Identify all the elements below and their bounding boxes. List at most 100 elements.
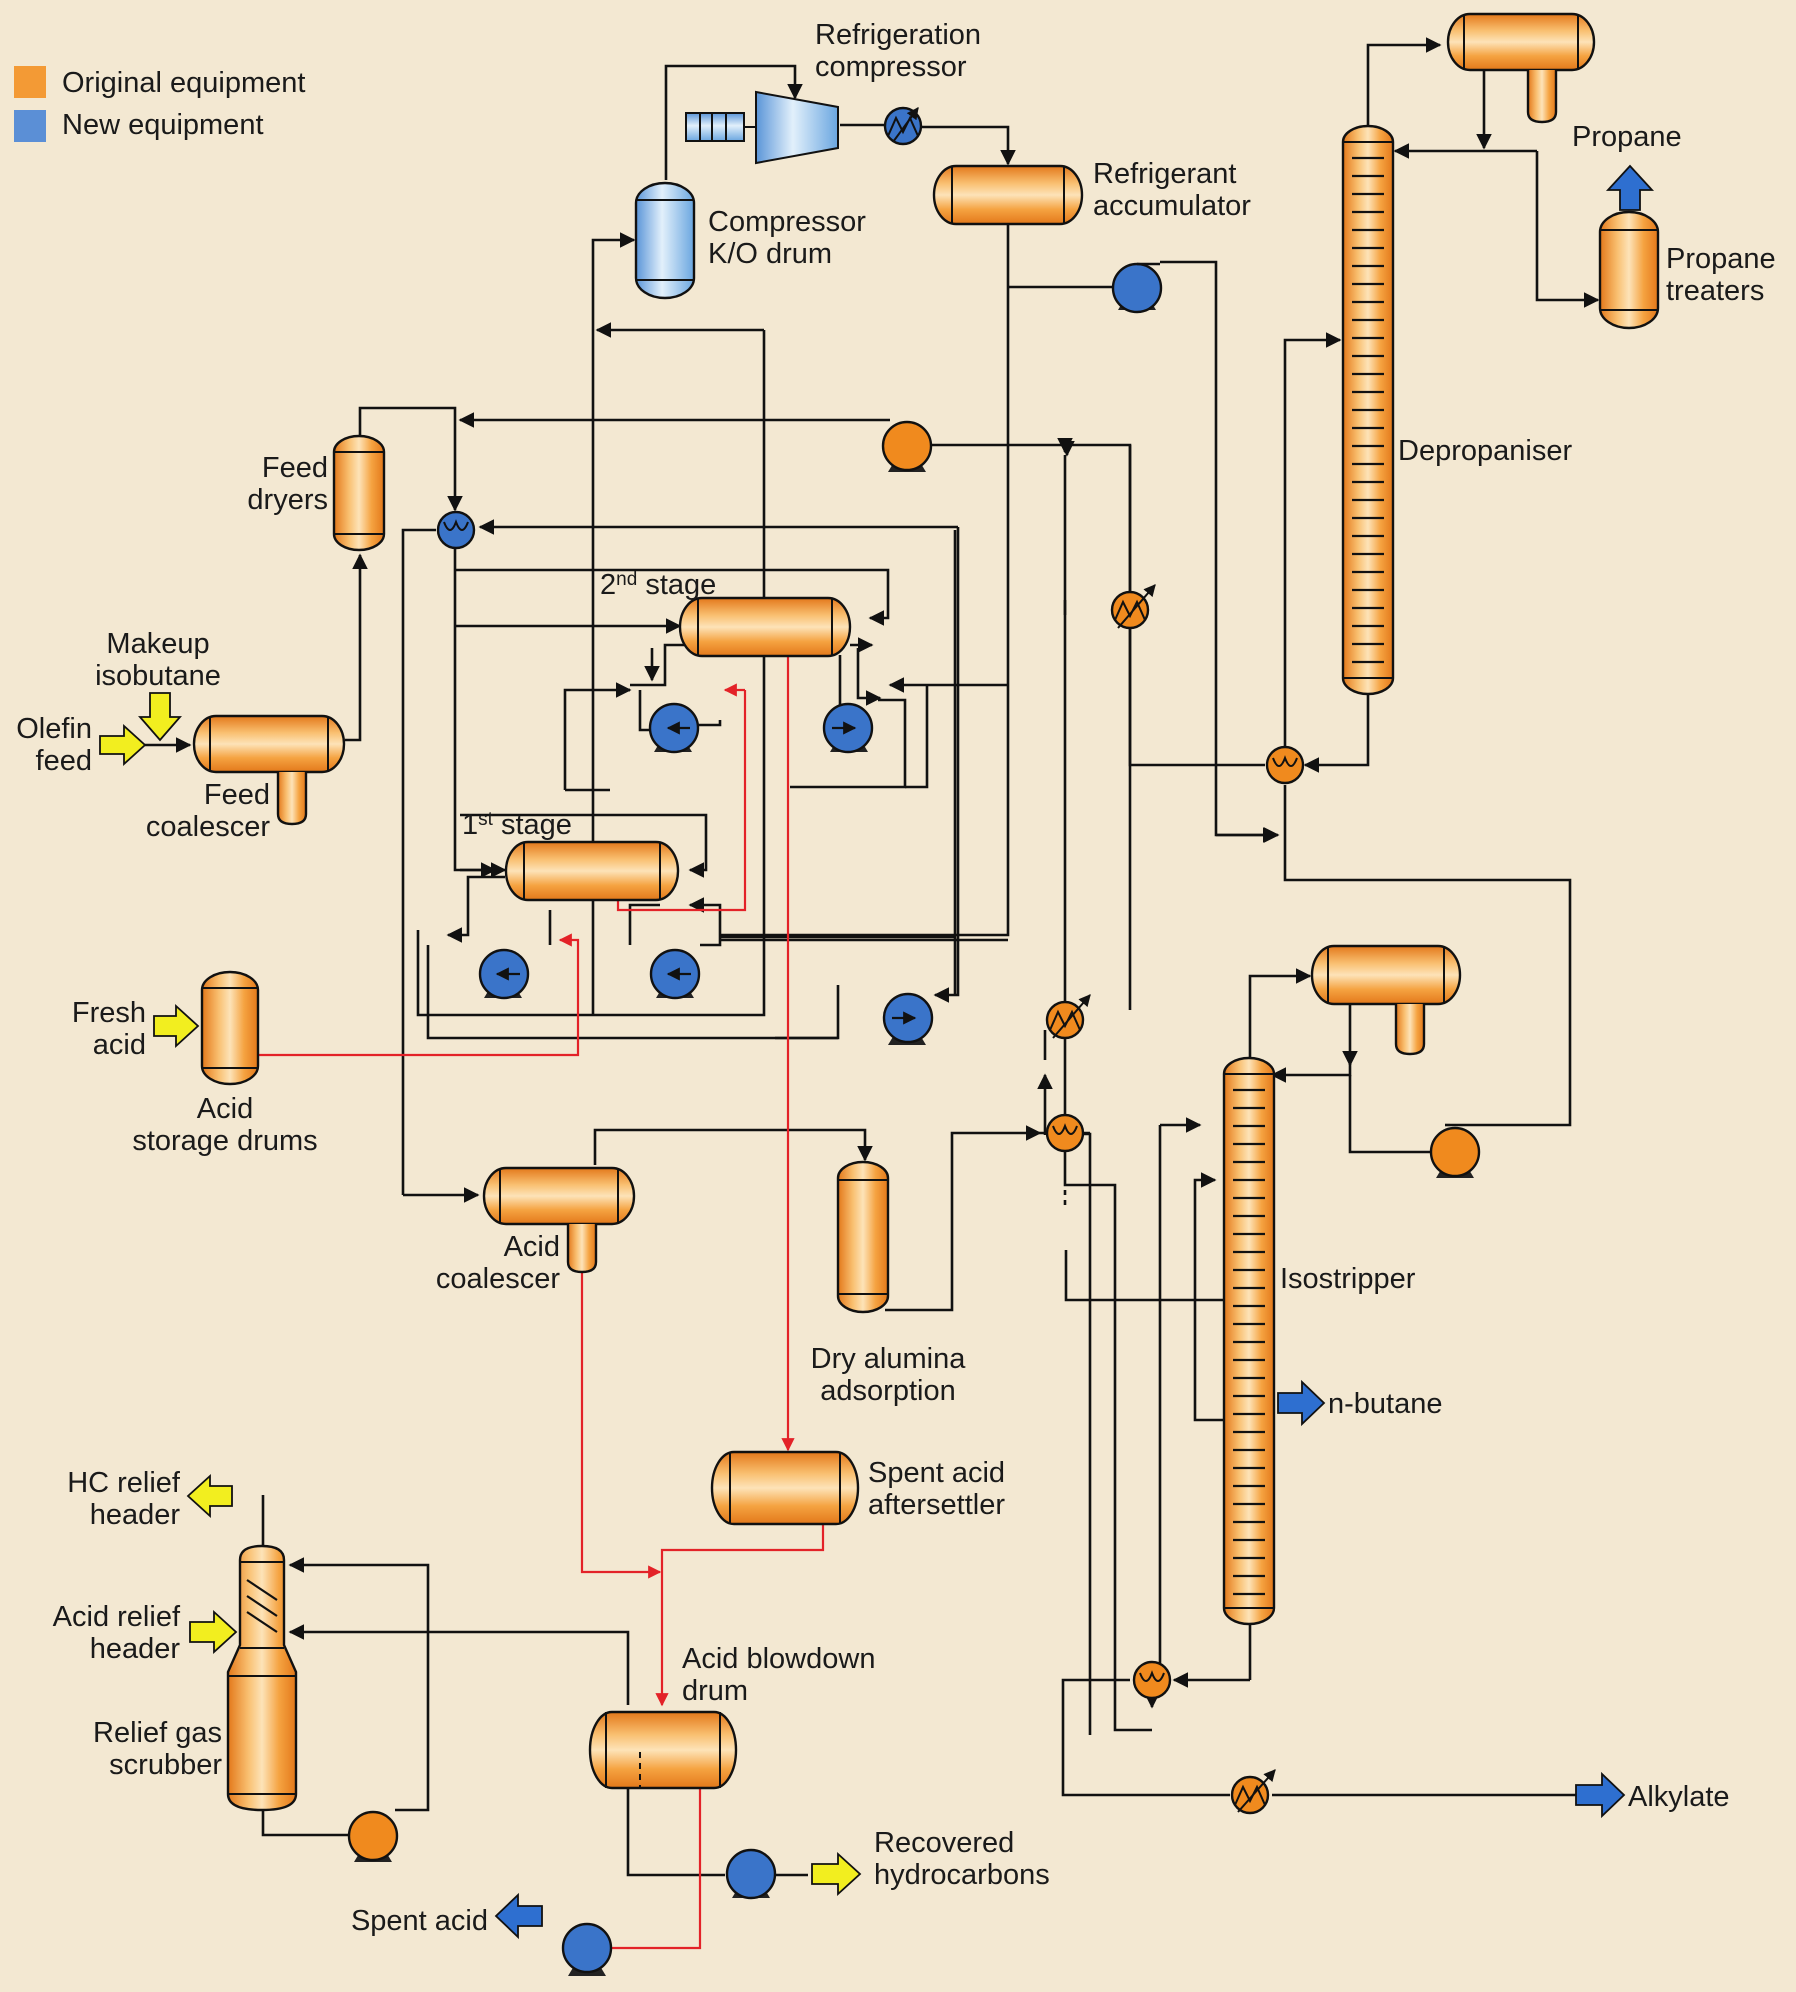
feed-chiller	[436, 510, 476, 550]
acid-storage-drums-label-1: Acid	[197, 1093, 253, 1125]
alkylate-label: Alkylate	[1628, 1781, 1730, 1813]
depropaniser-heater	[1110, 584, 1156, 630]
refrigerant-accumulator-label-1: Refrigerant	[1093, 158, 1236, 190]
isostripper-reflux-pump	[1429, 1126, 1481, 1178]
feed-coalescer-label-2: coalescer	[146, 811, 270, 843]
legend-new-swatch	[14, 110, 46, 142]
second-stage-label: 2nd stage	[600, 569, 716, 601]
feed-coalescer	[192, 714, 346, 826]
hc-relief-header-label-2: header	[90, 1499, 181, 1531]
heat-exchangers	[436, 106, 1305, 1815]
compressor-discharge-cooler	[883, 106, 923, 146]
recovered-hydrocarbons-arrow	[811, 1851, 862, 1897]
first-stage-pump-right	[649, 948, 701, 1000]
legend-original-swatch	[14, 66, 46, 98]
recycle-pump	[882, 992, 934, 1045]
isostripper-feed-exchanger	[1045, 1113, 1085, 1153]
refrigerant-accumulator-label-2: accumulator	[1093, 190, 1251, 222]
feed-coalescer-label-1: Feed	[204, 779, 270, 811]
spent-acid-label: Spent acid	[351, 1905, 488, 1937]
olefin-feed-label-2: feed	[36, 745, 92, 777]
acid-blowdown-drum-label-2: drum	[682, 1675, 748, 1707]
relief-gas-scrubber-label-1: Relief gas	[93, 1717, 222, 1749]
first-stage-label: 1st stage	[462, 809, 572, 841]
recovered-hydrocarbons-pump	[725, 1848, 777, 1900]
n-butane-arrow	[1277, 1379, 1326, 1427]
makeup-isobutane-label-1: Makeup	[106, 628, 209, 660]
fresh-acid-label-1: Fresh	[72, 997, 146, 1029]
feed-dryers	[332, 434, 386, 552]
process-lines	[145, 37, 1600, 1877]
recovered-hydrocarbons-label-1: Recovered	[874, 1827, 1014, 1859]
olefin-feed-arrow	[99, 723, 147, 767]
first-stage-reactor	[504, 840, 680, 902]
acid-blowdown-drum-label-1: Acid blowdown	[682, 1643, 875, 1675]
acid-blowdown-drum	[588, 1710, 738, 1790]
recovered-hydrocarbons-label-2: hydrocarbons	[874, 1859, 1050, 1891]
dry-alumina-adsorption	[836, 1160, 890, 1314]
depropaniser-feed-exchanger	[1265, 745, 1305, 785]
second-stage-reactor	[678, 596, 852, 658]
spent-acid-aftersettler-label-1: Spent acid	[868, 1457, 1005, 1489]
alkylate-arrow	[1575, 1771, 1626, 1819]
propane-arrow	[1605, 164, 1655, 211]
dry-alumina-label-2: adsorption	[820, 1375, 955, 1407]
feed-dryers-label-2: dryers	[247, 484, 328, 516]
refrigerant-accumulator	[932, 164, 1084, 226]
compressor-ko-drum	[634, 181, 696, 300]
acid-relief-header-label-1: Acid relief	[53, 1601, 181, 1633]
isostripper-bottoms-exchanger	[1132, 1660, 1172, 1700]
propane-treaters-label-2: treaters	[1666, 275, 1764, 307]
acid-relief-header-arrow	[189, 1609, 238, 1655]
legend-original-label: Original equipment	[62, 67, 305, 99]
second-stage-pump-right	[822, 702, 874, 754]
first-stage-pump-left	[478, 948, 530, 1000]
acid-coalescer-label-2: coalescer	[436, 1263, 560, 1295]
compressor-ko-drum-label-1: Compressor	[708, 206, 866, 238]
alkylate-cooler	[1230, 1769, 1276, 1815]
depropaniser-overhead-drum	[1446, 12, 1596, 124]
makeup-isobutane-arrow	[138, 692, 182, 742]
feed-dryers-label-1: Feed	[262, 452, 328, 484]
depropaniser-label: Depropaniser	[1398, 435, 1572, 467]
hc-relief-header-label-1: HC relief	[67, 1467, 181, 1499]
acid-coalescer-label-1: Acid	[504, 1231, 560, 1263]
hc-relief-header-arrow	[186, 1473, 233, 1519]
fresh-acid-arrow	[153, 1003, 200, 1049]
legend-new-label: New equipment	[62, 109, 264, 141]
fresh-acid-label-2: acid	[93, 1029, 146, 1061]
equipment-labels: Refrigeration compressor Refrigerant acc…	[16, 19, 1775, 1937]
isostripper-label: Isostripper	[1280, 1263, 1416, 1295]
isostripper-overhead-drum	[1310, 944, 1462, 1056]
propane-treaters	[1598, 210, 1660, 330]
acid-lines	[258, 652, 825, 1950]
stream-arrows	[99, 164, 1655, 1940]
relief-gas-scrubber-label-2: scrubber	[109, 1749, 222, 1781]
isostripper-heater	[1045, 994, 1091, 1040]
makeup-isobutane-label-2: isobutane	[95, 660, 221, 692]
acid-coalescer	[482, 1166, 636, 1274]
n-butane-label: n-butane	[1328, 1388, 1443, 1420]
olefin-feed-label-1: Olefin	[16, 713, 92, 745]
spent-acid-pump	[561, 1922, 613, 1976]
isostripper-column	[1222, 1056, 1276, 1626]
compressor-ko-drum-label-2: K/O drum	[708, 238, 832, 270]
refrigeration-compressor	[685, 90, 839, 165]
spent-acid-aftersettler	[710, 1450, 860, 1526]
acid-storage-drums-label-2: storage drums	[132, 1125, 317, 1157]
depropaniser-feed-pump	[881, 420, 933, 472]
propane-treaters-label-1: Propane	[1666, 243, 1776, 275]
refrigerant-pump	[1111, 262, 1163, 314]
acid-storage-drums	[200, 970, 260, 1086]
propane-label: Propane	[1572, 121, 1682, 153]
second-stage-pump-left	[648, 702, 700, 754]
depropaniser-column	[1341, 124, 1395, 696]
refrigeration-compressor-label-1: Refrigeration	[815, 19, 981, 51]
spent-acid-arrow	[494, 1892, 543, 1940]
spent-acid-aftersettler-label-2: aftersettler	[868, 1489, 1005, 1521]
legend: Original equipment New equipment	[14, 66, 305, 142]
relief-gas-scrubber	[226, 1544, 298, 1812]
acid-relief-header-label-2: header	[90, 1633, 181, 1665]
dry-alumina-label-1: Dry alumina	[811, 1343, 967, 1375]
